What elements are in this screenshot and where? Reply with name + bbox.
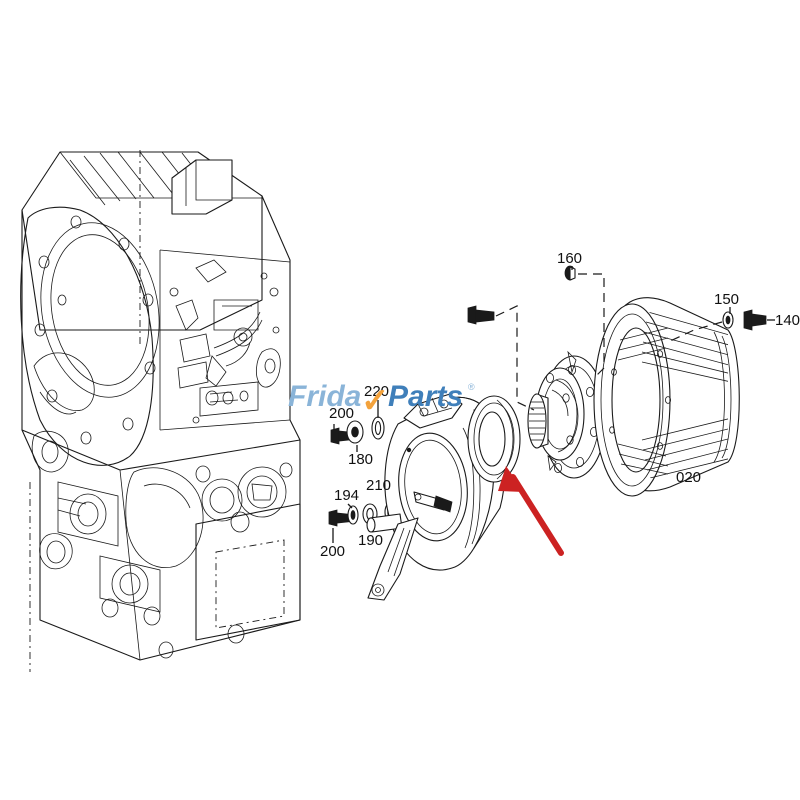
callout-150: 150	[714, 291, 739, 308]
callout-194: 194	[334, 487, 359, 504]
callout-200-upper: 200	[329, 405, 354, 422]
brake-drum	[593, 297, 740, 497]
callout-220: 220	[364, 383, 389, 400]
callout-020: 020	[676, 469, 701, 486]
callout-140: 140	[775, 312, 800, 329]
callout-190: 190	[358, 532, 383, 549]
assembly-dashed-lines	[495, 273, 723, 411]
washer-194	[347, 505, 359, 525]
ring-220	[371, 416, 385, 440]
callout-labels: 200 180 220 194 210 190 200 160 150 140 …	[320, 250, 800, 560]
hex-bolt-upper-middle	[467, 305, 495, 325]
callout-180: 180	[348, 451, 373, 468]
thrust-washer-ring	[467, 395, 521, 483]
fastener-group-right	[467, 265, 775, 331]
washer-150	[722, 311, 734, 329]
fastener-group-upper	[330, 400, 385, 452]
transmission-housing	[20, 150, 301, 672]
washer-180	[346, 420, 364, 444]
red-pointer-arrow	[498, 466, 564, 556]
callout-210: 210	[366, 477, 391, 494]
hex-bolt-140	[743, 309, 767, 331]
callout-200-lower: 200	[320, 543, 345, 560]
callout-160: 160	[557, 250, 582, 267]
plug-160	[564, 265, 576, 281]
